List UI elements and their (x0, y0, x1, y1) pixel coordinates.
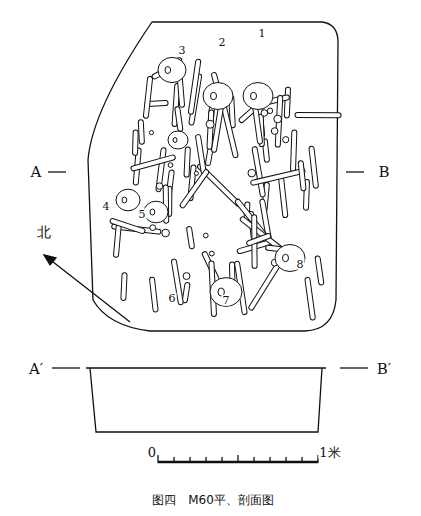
long-bone (309, 146, 319, 188)
long-bone (133, 130, 139, 156)
vertebra (248, 169, 256, 177)
eye-socket (251, 92, 257, 100)
north-label: 北 (36, 225, 52, 239)
long-bone (186, 226, 194, 249)
callout-number: 5 (138, 209, 147, 220)
vertebra (206, 120, 214, 128)
eye-socket (150, 209, 155, 215)
long-bone (130, 154, 175, 171)
north-arrowhead (44, 255, 56, 265)
pit-outline (88, 22, 338, 331)
vertebra (274, 115, 282, 123)
vertebra (271, 128, 278, 135)
scale-label: 1米 (318, 446, 341, 459)
vertebra (149, 131, 153, 135)
skull (168, 131, 188, 149)
callout-number: 7 (222, 295, 231, 306)
long-bone (184, 147, 190, 177)
skull (275, 245, 305, 272)
callout-number: 2 (218, 37, 227, 48)
section-letter: A′ (28, 362, 44, 377)
figure-caption: 图四 M60平、剖面图 (152, 492, 274, 509)
long-bone (248, 260, 282, 311)
skull (144, 201, 168, 223)
long-bone (175, 106, 183, 131)
section-mark (346, 171, 364, 172)
scale-bar (158, 455, 318, 463)
vertebra (183, 273, 190, 280)
long-bone (246, 233, 271, 246)
vertebra (209, 251, 214, 256)
section-profile (90, 368, 322, 432)
section-line (86, 367, 326, 368)
callout-number: 3 (178, 45, 187, 56)
long-bone (295, 113, 341, 118)
section-letter: B (377, 165, 390, 180)
long-bone (195, 134, 206, 174)
long-bone (149, 277, 158, 312)
eye-socket (165, 67, 171, 74)
long-bone (113, 225, 121, 258)
vertebra (261, 110, 268, 117)
skull (210, 278, 242, 307)
north-arrow (48, 258, 130, 322)
callout-number: 8 (296, 259, 305, 270)
section-letter: A (30, 165, 43, 180)
eye-socket (173, 138, 177, 143)
long-bone (143, 76, 153, 118)
long-bone (250, 168, 305, 185)
long-bone (109, 218, 145, 234)
long-bone (290, 130, 296, 172)
skeletal-remains (109, 57, 341, 320)
long-bone (188, 59, 201, 115)
long-bone (305, 277, 316, 320)
vertebra (203, 233, 208, 238)
skull (203, 83, 233, 110)
section-letter: B′ (376, 362, 392, 377)
eye-socket (211, 92, 217, 100)
long-bone (284, 87, 290, 118)
callout-number: 4 (102, 201, 111, 212)
section-mark (48, 171, 66, 172)
long-bone (121, 273, 127, 301)
eye-socket (122, 197, 127, 203)
long-bone (315, 256, 324, 286)
vertebra (156, 183, 163, 190)
long-bone (298, 160, 306, 191)
scale-label: 0 (147, 446, 157, 459)
skull (243, 83, 273, 110)
long-bone (278, 177, 287, 218)
section-mark (52, 367, 80, 368)
vertebra (267, 108, 272, 113)
skull (116, 189, 140, 211)
vertebra (150, 225, 156, 231)
vertebra (194, 171, 198, 175)
eye-socket (283, 254, 289, 262)
long-bone (138, 120, 144, 145)
callout-number: 1 (258, 28, 267, 39)
vertebra (168, 163, 173, 168)
callout-number: 6 (168, 293, 177, 304)
vertebra (162, 229, 170, 237)
vertebra (283, 137, 289, 143)
section-mark (340, 367, 368, 368)
skull (158, 57, 186, 82)
